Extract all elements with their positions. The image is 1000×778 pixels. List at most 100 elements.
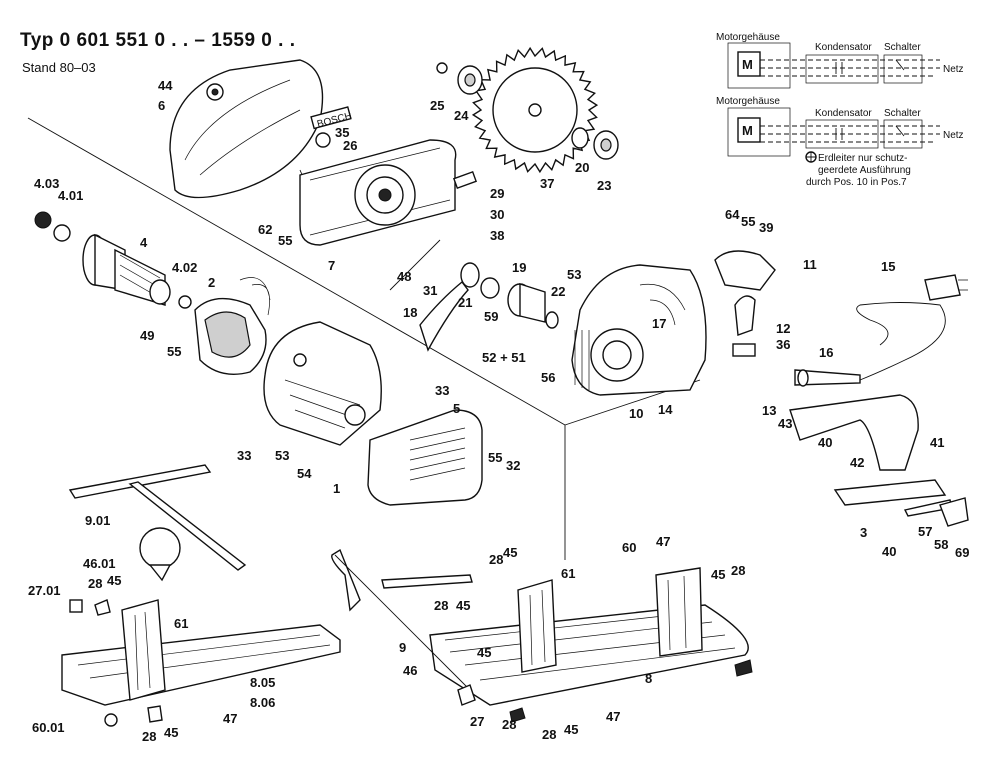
part-label: 19 [512,260,526,275]
part-label: 28 [142,729,156,744]
part-label: 60 [622,540,636,555]
part-label: 57 [918,524,932,539]
switch-box-1 [883,54,923,84]
part-label: 30 [490,207,504,222]
part-label: 46.01 [83,556,116,571]
wiring-diagram-2: Motorgehäuse Kondensator Schalter M Netz… [716,96,964,188]
part-label: 8 [645,671,652,686]
part-label: 22 [551,284,565,299]
part-label: 55 [741,214,755,229]
part-label: 45 [477,645,491,660]
part-label: 2 [208,275,215,290]
part-label: 31 [423,283,437,298]
switch-label-1: Schalter [884,42,921,53]
part-label: 9.01 [85,513,110,528]
part-label: 21 [458,295,472,310]
part-label: 45 [107,573,121,588]
part-label: 45 [456,598,470,613]
ground-note-line-3: durch Pos. 10 in Pos.7 [806,177,907,188]
page-subtitle: Stand 80–03 [22,60,96,75]
power-cord [856,274,968,381]
motor-housing-box-1 [727,42,791,89]
part-label: 53 [275,448,289,463]
part-label: 44 [158,78,173,93]
part-label: 62 [258,222,272,237]
part-label: 16 [819,345,833,360]
part-label: 24 [454,108,469,123]
part-label: 27 [470,714,484,729]
part-label: 3 [860,525,867,540]
part-label: 55 [278,233,292,248]
part-label: 4.02 [172,260,197,275]
part-label: 38 [490,228,504,243]
part-label: 40 [818,435,832,450]
part-label: 18 [403,305,417,320]
part-label: 28 [542,727,556,742]
page-title: Typ 0 601 551 0 . . – 1559 0 . . [20,30,296,51]
part-label: 28 [731,563,745,578]
ground-note-line-1: Erdleiter nur schutz- [818,153,907,164]
motor-symbol-2: M [742,123,753,138]
part-label: 53 [567,267,581,282]
field-coil [194,277,271,375]
part-label: 9 [399,640,406,655]
part-label: 35 [335,125,349,140]
part-label: 4 [140,235,148,250]
base-plate-right [331,548,753,723]
part-label: 11 [803,257,817,272]
part-label: 28 [434,598,448,613]
part-label: 32 [506,458,520,473]
motor-symbol-1: M [742,57,753,72]
motor-housing-label-2: Motorgehäuse [716,96,780,107]
part-label: 33 [237,448,251,463]
capacitor-label-2: Kondensator [815,108,872,119]
armature [34,211,192,309]
part-label: 45 [503,545,517,560]
part-label: 61 [174,616,188,631]
part-label: 17 [652,316,666,331]
part-label: 6 [158,98,165,113]
part-label: 47 [656,534,670,549]
part-label: 28 [88,576,102,591]
capacitor-box-1 [805,54,879,84]
wiring-diagram-1: Motorgehäuse Kondensator Schalter M Netz [716,32,964,89]
part-label: 28 [489,552,503,567]
parallel-guide [68,464,247,571]
part-label: 25 [430,98,444,113]
part-label: 45 [711,567,725,582]
motor-box-2 [737,117,761,143]
cable-sleeve [794,369,861,386]
motor-housing-box-2 [727,107,791,157]
mains-label-1: Netz [943,64,964,75]
part-label: 1 [333,481,340,496]
motor-base-housing [571,264,707,396]
part-label: 52 + 51 [482,350,526,365]
gear-pinion [460,262,559,329]
base-plate-left [61,599,341,727]
mains-label-2: Netz [943,130,964,141]
part-label: 8.05 [250,675,275,690]
motor-cover [367,409,483,506]
part-label: 58 [934,537,948,552]
blade-guard-housing [299,139,478,246]
part-label: 29 [490,186,504,201]
part-label: 13 [762,403,776,418]
part-label: 45 [164,725,178,740]
capacitor-box-2 [805,119,879,149]
part-label: 56 [541,370,555,385]
part-label: 39 [759,220,773,235]
part-label: 15 [881,259,895,274]
part-label: 7 [328,258,335,273]
motor-box-1 [737,51,761,77]
part-label: 55 [167,344,181,359]
part-label: 10 [629,406,643,421]
part-label: 4.03 [34,176,59,191]
part-label: 69 [955,545,969,560]
part-label: 41 [930,435,944,450]
part-label: 36 [776,337,790,352]
ground-note-line-2: geerdete Ausführung [818,165,911,176]
part-label: 47 [606,709,620,724]
part-label: 49 [140,328,154,343]
part-label: 37 [540,176,554,191]
